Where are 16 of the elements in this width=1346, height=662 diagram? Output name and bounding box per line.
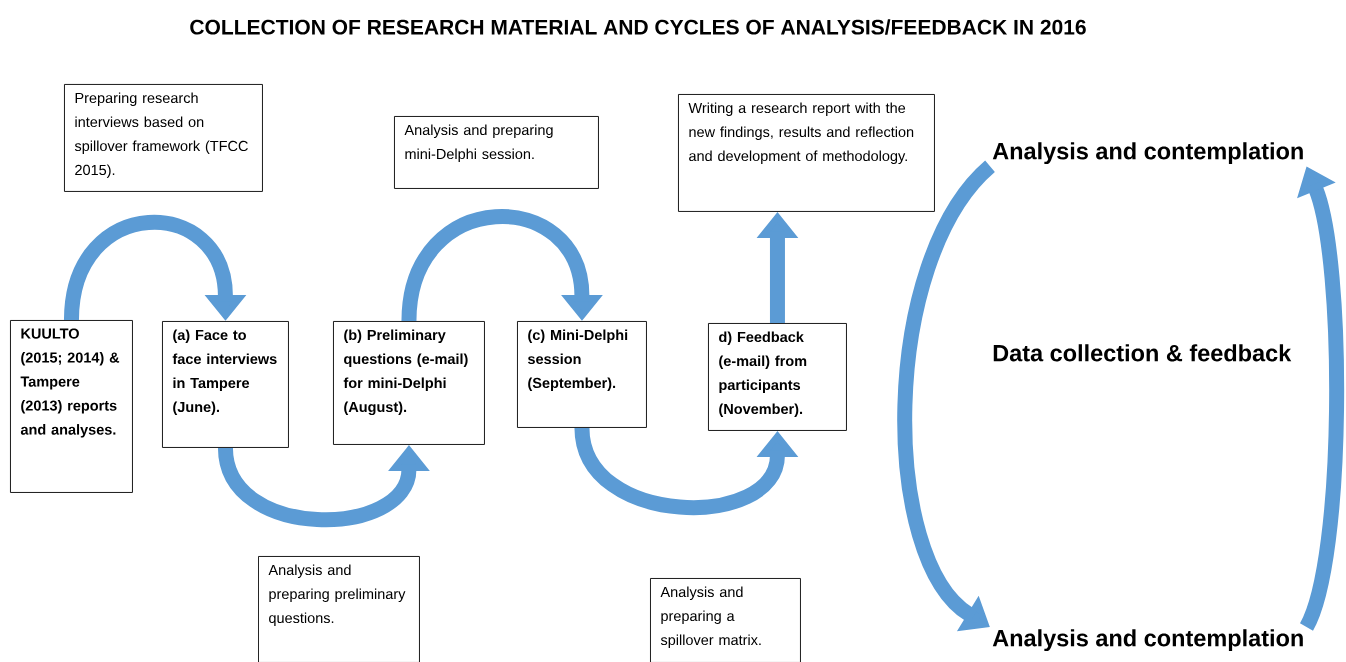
stage-box: d) Feedback (e-mail) from participants (November). bbox=[708, 323, 847, 431]
stage-heading: Data collection & feedback bbox=[993, 344, 1292, 362]
stage-box: (c) Mini-Delphi session (September). bbox=[517, 321, 647, 428]
note-box: Analysis and preparing preliminary questions. bbox=[258, 556, 420, 662]
note-box: Analysis and preparing a spillover matrix. bbox=[650, 578, 801, 662]
note-box: Writing a research report with the new findings, results and reflection and development of methodology. bbox=[678, 94, 935, 212]
block-arrow bbox=[64, 215, 247, 321]
block-arrow bbox=[401, 209, 603, 322]
diagram-title: COLLECTION OF RESEARCH MATERIAL AND CYCLES OF ANALYSIS/FEEDBACK IN 2016 bbox=[190, 19, 1086, 35]
stage-box: KUULTO (2015; 2014) & Tampere (2013) reports and analyses. bbox=[10, 320, 133, 493]
stage-heading: Analysis and contemplation bbox=[992, 629, 1303, 652]
stage-box: (b) Preliminary questions (e-mail) for mini-Delphi (August). bbox=[333, 321, 485, 445]
note-box: Analysis and preparing mini-Delphi session. bbox=[394, 116, 599, 189]
stage-heading: Analysis and contemplation bbox=[992, 142, 1303, 165]
note-box: Preparing research interviews based on spillover framework (TFCC 2015). bbox=[64, 84, 263, 192]
stage-box: (a) Face to face interviews in Tampere (June). bbox=[162, 321, 289, 448]
